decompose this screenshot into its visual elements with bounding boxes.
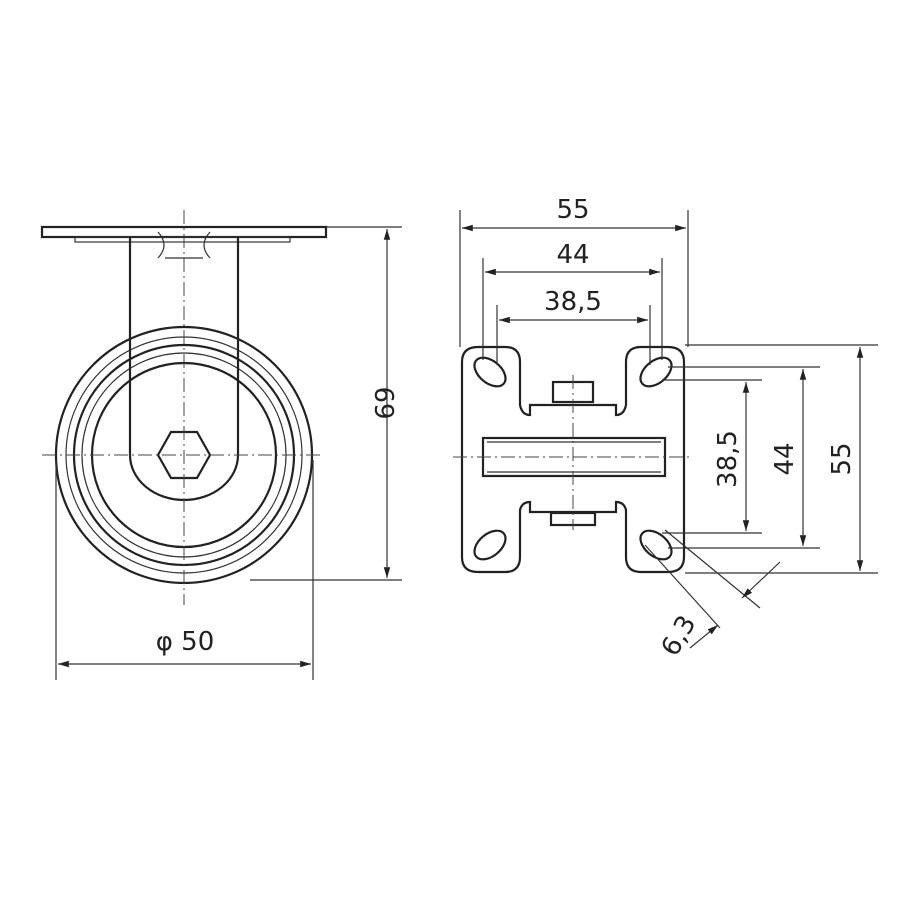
height-outer-label: 55 <box>827 442 857 475</box>
height-dimension-label: 69 <box>368 386 398 419</box>
diameter-dimension-label: φ 50 <box>156 627 215 657</box>
front-view: 55 44 38,5 55 44 38,5 6,3 <box>453 195 878 661</box>
width-holes-label: 44 <box>556 240 589 270</box>
slot-dimension-label: 6,3 <box>656 611 703 662</box>
width-outer-label: 55 <box>556 195 589 225</box>
side-view: 69 φ 50 <box>40 210 402 680</box>
width-holes-inner-label: 38,5 <box>544 287 602 317</box>
mounting-plate <box>460 345 686 574</box>
height-inner-label: 38,5 <box>713 430 743 488</box>
height-holes-label: 44 <box>770 442 800 475</box>
